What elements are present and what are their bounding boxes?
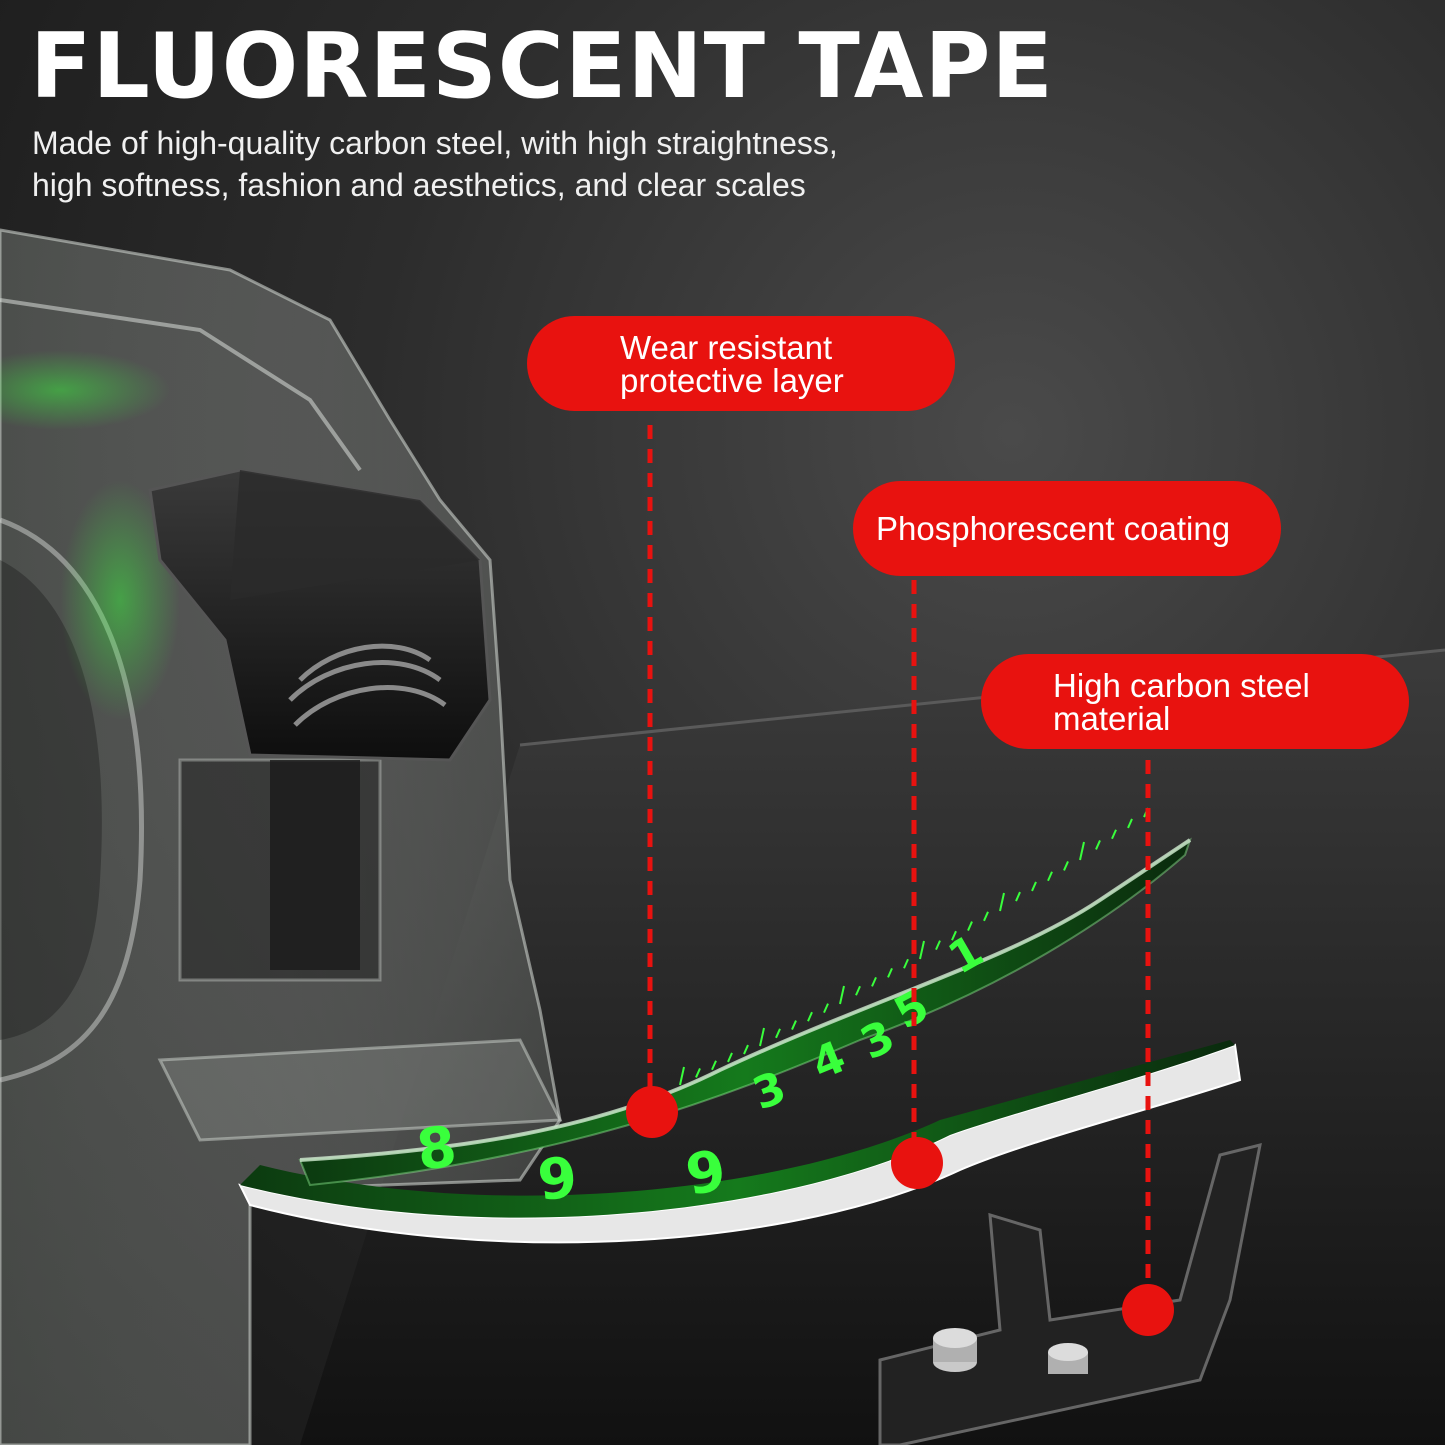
callout-carbon-line-2: material <box>1053 699 1171 737</box>
scale-tick <box>919 940 925 960</box>
scale-tick <box>839 985 845 1005</box>
scale-tick <box>999 892 1005 912</box>
page-title: FLUORESCENT TAPE <box>30 14 1054 119</box>
scale-tick <box>951 930 957 941</box>
lock-button <box>148 468 492 762</box>
scale-tick <box>983 911 989 922</box>
callout-wear-line-2: protective layer <box>620 361 844 399</box>
scale-tick <box>1063 861 1069 871</box>
marker-dot-phos <box>891 1137 943 1189</box>
scale-tick <box>679 1066 685 1086</box>
callout-high-carbon-steel: High carbon steel material <box>981 654 1409 749</box>
scale-tick <box>727 1052 733 1063</box>
scale-tick <box>1095 840 1101 850</box>
steel-tape-layer <box>238 1040 1242 1244</box>
lower-scale-digit-1: 9 <box>535 1145 581 1214</box>
scale-tick <box>1015 891 1021 902</box>
hook-rivet-2-top <box>1048 1343 1088 1361</box>
scale-tick <box>711 1060 717 1071</box>
hook-rivet-1-top <box>933 1328 977 1348</box>
scale-tick <box>855 985 861 996</box>
scale-tick <box>695 1068 701 1078</box>
scale-tick <box>791 1020 797 1030</box>
page-subtitle: Made of high-quality carbon steel, with … <box>32 122 952 206</box>
scale-tick <box>807 1011 813 1022</box>
callout-phosphorescent-coating: Phosphorescent coating <box>853 481 1281 576</box>
scale-tick <box>1127 818 1133 829</box>
scale-tick <box>1031 881 1037 892</box>
scale-tick <box>759 1027 765 1047</box>
scale-tick <box>967 921 973 931</box>
scale-tick <box>1111 829 1117 840</box>
tape-hook <box>878 1142 1262 1445</box>
scale-tick <box>1047 871 1053 882</box>
callout-wear-line-1: Wear resistant <box>620 328 833 366</box>
scale-tick <box>823 1003 829 1014</box>
scale-tick <box>743 1044 749 1055</box>
marker-dot-carbon <box>1122 1284 1174 1336</box>
subtitle-line-1: Made of high-quality carbon steel, with … <box>32 125 838 161</box>
table-surface <box>300 650 1445 1445</box>
scale-tick <box>871 976 877 987</box>
callout-phos-line-1: Phosphorescent coating <box>876 510 1231 547</box>
marker-dot-wear <box>626 1086 678 1138</box>
leader-lines <box>647 425 1151 1290</box>
scale-tick <box>903 958 909 969</box>
scale-tick <box>887 967 893 978</box>
lower-scale-digit-0: 8 <box>413 1114 461 1184</box>
scale-tick <box>775 1028 781 1039</box>
subtitle-line-2: high softness, fashion and aesthetics, a… <box>32 167 806 203</box>
scale-tick <box>1079 841 1085 861</box>
callout-wear-resistant-layer: Wear resistant protective layer <box>527 316 955 411</box>
scale-tick <box>935 940 941 951</box>
callout-carbon-line-1: High carbon steel <box>1053 666 1310 704</box>
